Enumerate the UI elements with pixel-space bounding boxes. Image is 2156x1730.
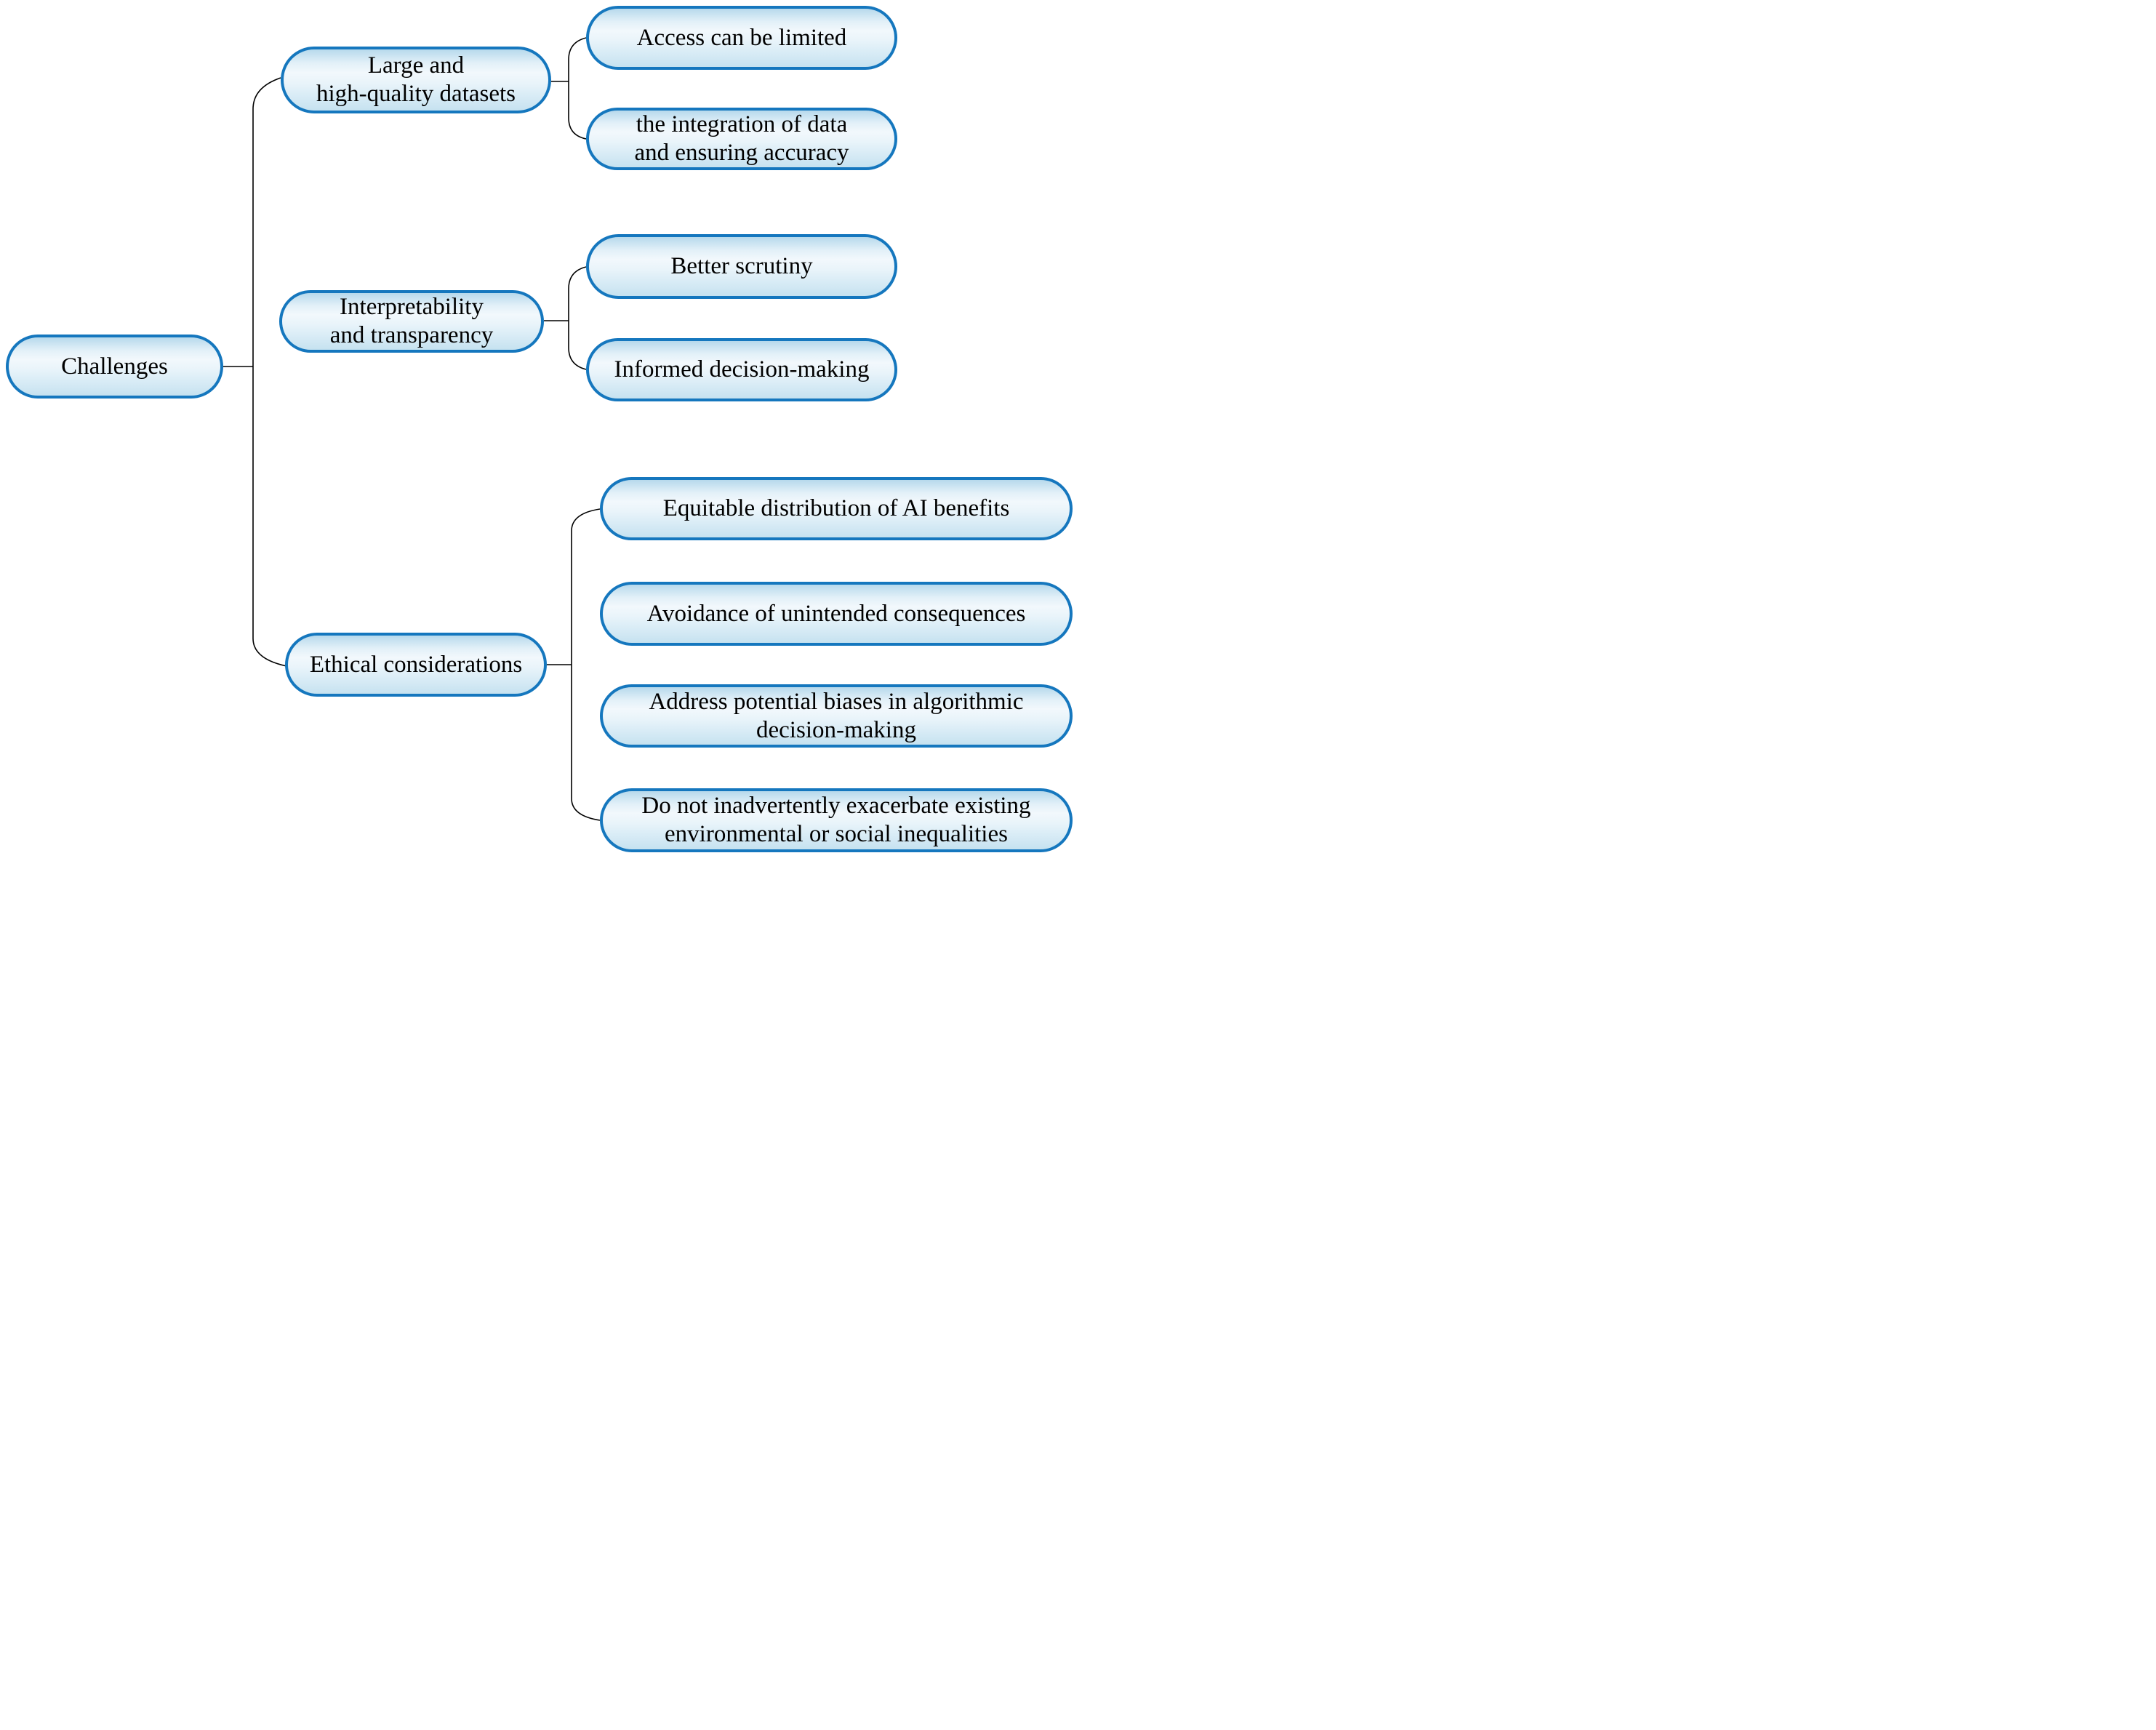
- node-ethical-considerations: Ethical considerations: [285, 633, 547, 697]
- node-avoidance-unintended-consequences: Avoidance of unintended consequences: [600, 582, 1073, 646]
- node-informed-decision-making-label: Informed decision-making: [614, 356, 870, 383]
- diagram-canvas: Challenges Large and high-quality datase…: [0, 0, 1078, 865]
- node-challenges: Challenges: [6, 335, 223, 399]
- node-equitable-distribution-label: Equitable distribution of AI benefits: [662, 495, 1010, 522]
- node-avoidance-unintended-consequences-label: Avoidance of unintended consequences: [646, 600, 1026, 627]
- node-large-high-quality-datasets-label: Large and high-quality datasets: [316, 52, 516, 107]
- node-informed-decision-making: Informed decision-making: [586, 338, 897, 401]
- node-challenges-label: Challenges: [61, 353, 168, 380]
- node-address-potential-biases-label: Address potential biases in algorithmic …: [649, 688, 1024, 743]
- node-large-high-quality-datasets: Large and high-quality datasets: [281, 47, 551, 113]
- trunk-bracket: [252, 77, 287, 667]
- node-data-integration-accuracy: the integration of data and ensuring acc…: [586, 108, 897, 170]
- branch3-bracket: [571, 508, 601, 821]
- connector-lines: [223, 37, 601, 821]
- node-better-scrutiny: Better scrutiny: [586, 234, 897, 299]
- node-environmental-social-inequalities: Do not inadvertently exacerbate existing…: [600, 788, 1073, 852]
- node-address-potential-biases: Address potential biases in algorithmic …: [600, 684, 1073, 748]
- node-equitable-distribution: Equitable distribution of AI benefits: [600, 477, 1073, 540]
- node-data-integration-accuracy-label: the integration of data and ensuring acc…: [634, 111, 849, 166]
- node-environmental-social-inequalities-label: Do not inadvertently exacerbate existing…: [641, 793, 1031, 847]
- branch1-bracket: [568, 37, 587, 140]
- node-access-can-be-limited: Access can be limited: [586, 6, 897, 70]
- branch2-bracket: [568, 266, 587, 370]
- node-ethical-considerations-label: Ethical considerations: [309, 651, 523, 678]
- node-access-can-be-limited-label: Access can be limited: [636, 24, 847, 51]
- node-better-scrutiny-label: Better scrutiny: [670, 253, 813, 280]
- node-interpretability-transparency-label: Interpretability and transparency: [329, 294, 494, 348]
- node-interpretability-transparency: Interpretability and transparency: [279, 290, 544, 353]
